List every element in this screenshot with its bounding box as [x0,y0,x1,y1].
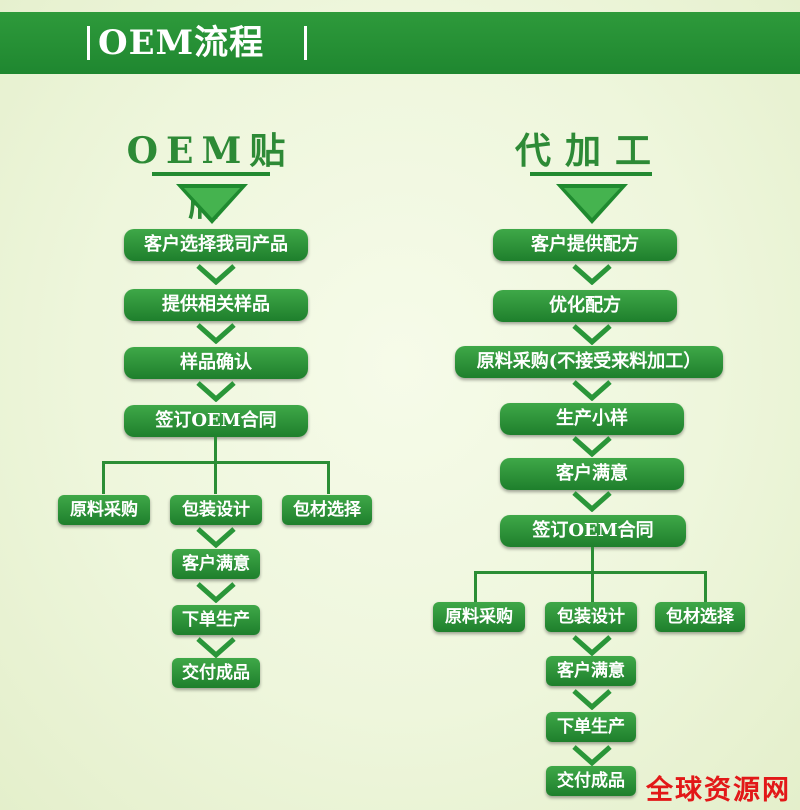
left-step-3: 样品确认 [124,347,308,379]
right-after-2: 下单生产 [546,712,636,742]
right-branch-3: 包材选择 [655,602,745,632]
right-after-1: 客户满意 [546,656,636,686]
connector-line [591,571,594,602]
left-branch-2: 包装设计 [170,495,262,525]
header-banner: OEM流程 [0,12,800,74]
right-step-4: 生产小样 [500,403,684,435]
left-step-1: 客户选择我司产品 [124,229,308,261]
right-step-1: 客户提供配方 [493,229,677,261]
left-heading-underline [152,172,270,176]
chevron-down-icon [196,323,236,344]
chevron-down-icon [572,491,612,512]
chevron-down-icon [572,324,612,345]
connector-line [327,461,330,494]
left-step-4: 签订OEM合同 [124,405,308,437]
connector-line [591,547,594,572]
chevron-down-icon [196,527,236,548]
right-step-5: 客户满意 [500,458,684,490]
right-heading: 代加工 [514,130,665,172]
left-step-2: 提供相关样品 [124,289,308,321]
right-after-3: 交付成品 [546,766,636,796]
left-down-arrow-icon [176,184,248,224]
chevron-down-icon [572,745,612,766]
right-step-6: 签订OEM合同 [500,515,686,547]
title-bar-left [87,26,90,60]
chevron-down-icon [196,381,236,402]
right-branch-2: 包装设计 [545,602,637,632]
left-branch-3: 包材选择 [282,495,372,525]
right-step-3: 原料采购(不接受来料加工） [455,346,723,378]
chevron-down-icon [572,635,612,656]
connector-line [214,437,217,462]
left-after-1: 客户满意 [172,549,260,579]
page-title: OEM流程 [98,23,265,63]
chevron-down-icon [196,264,236,285]
watermark: 全球资源网 [646,775,791,806]
connector-line [102,461,105,494]
right-branch-1: 原料采购 [433,602,525,632]
chevron-down-icon [196,637,236,658]
right-heading-underline [530,172,652,176]
connector-line [214,461,217,494]
right-step-2: 优化配方 [493,290,677,322]
chevron-down-icon [196,582,236,603]
connector-line [474,571,707,574]
chevron-down-icon [572,380,612,401]
chevron-down-icon [572,689,612,710]
left-after-2: 下单生产 [172,605,260,635]
chevron-down-icon [572,264,612,285]
left-after-3: 交付成品 [172,658,260,688]
chevron-down-icon [572,436,612,457]
connector-line [474,571,477,602]
title-bar-right [304,26,307,60]
left-branch-1: 原料采购 [58,495,150,525]
right-down-arrow-icon [556,184,628,224]
connector-line [704,571,707,602]
